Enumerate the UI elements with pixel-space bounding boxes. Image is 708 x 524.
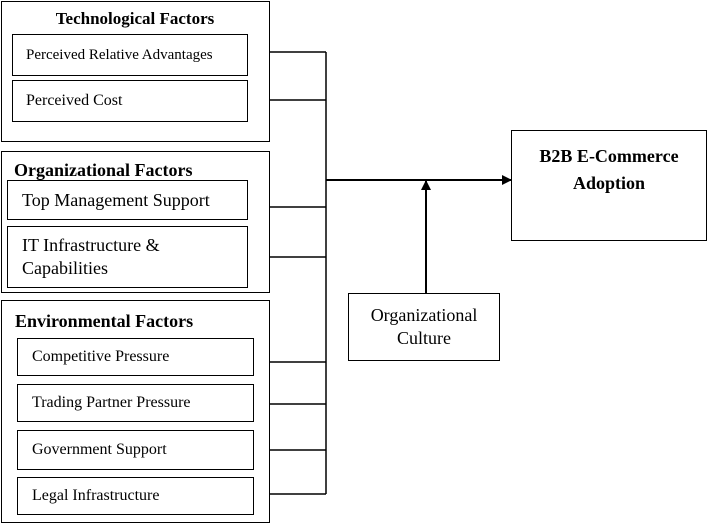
factor-competitive-pressure: Competitive Pressure (17, 338, 254, 376)
factor-perceived-cost: Perceived Cost (12, 80, 248, 122)
moderator-organizational-culture: Organizational Culture (348, 293, 500, 361)
factor-legal-infrastructure: Legal Infrastructure (17, 477, 254, 515)
factor-government-support: Government Support (17, 430, 254, 470)
factor-it-infrastructure: IT Infrastructure & Capabilities (7, 226, 248, 288)
group-organizational-title: Organizational Factors (14, 160, 193, 180)
group-environmental-title: Environmental Factors (15, 311, 194, 331)
factor-perceived-relative-advantages: Perceived Relative Advantages (12, 34, 248, 76)
factor-top-management-support: Top Management Support (7, 180, 248, 220)
outcome-b2b-ecommerce-adoption: B2B E-Commerce Adoption (511, 130, 707, 241)
factor-trading-partner-pressure: Trading Partner Pressure (17, 384, 254, 422)
outcome-label: B2B E-Commerce Adoption (539, 146, 679, 193)
group-technological-title: Technological Factors (55, 9, 215, 28)
